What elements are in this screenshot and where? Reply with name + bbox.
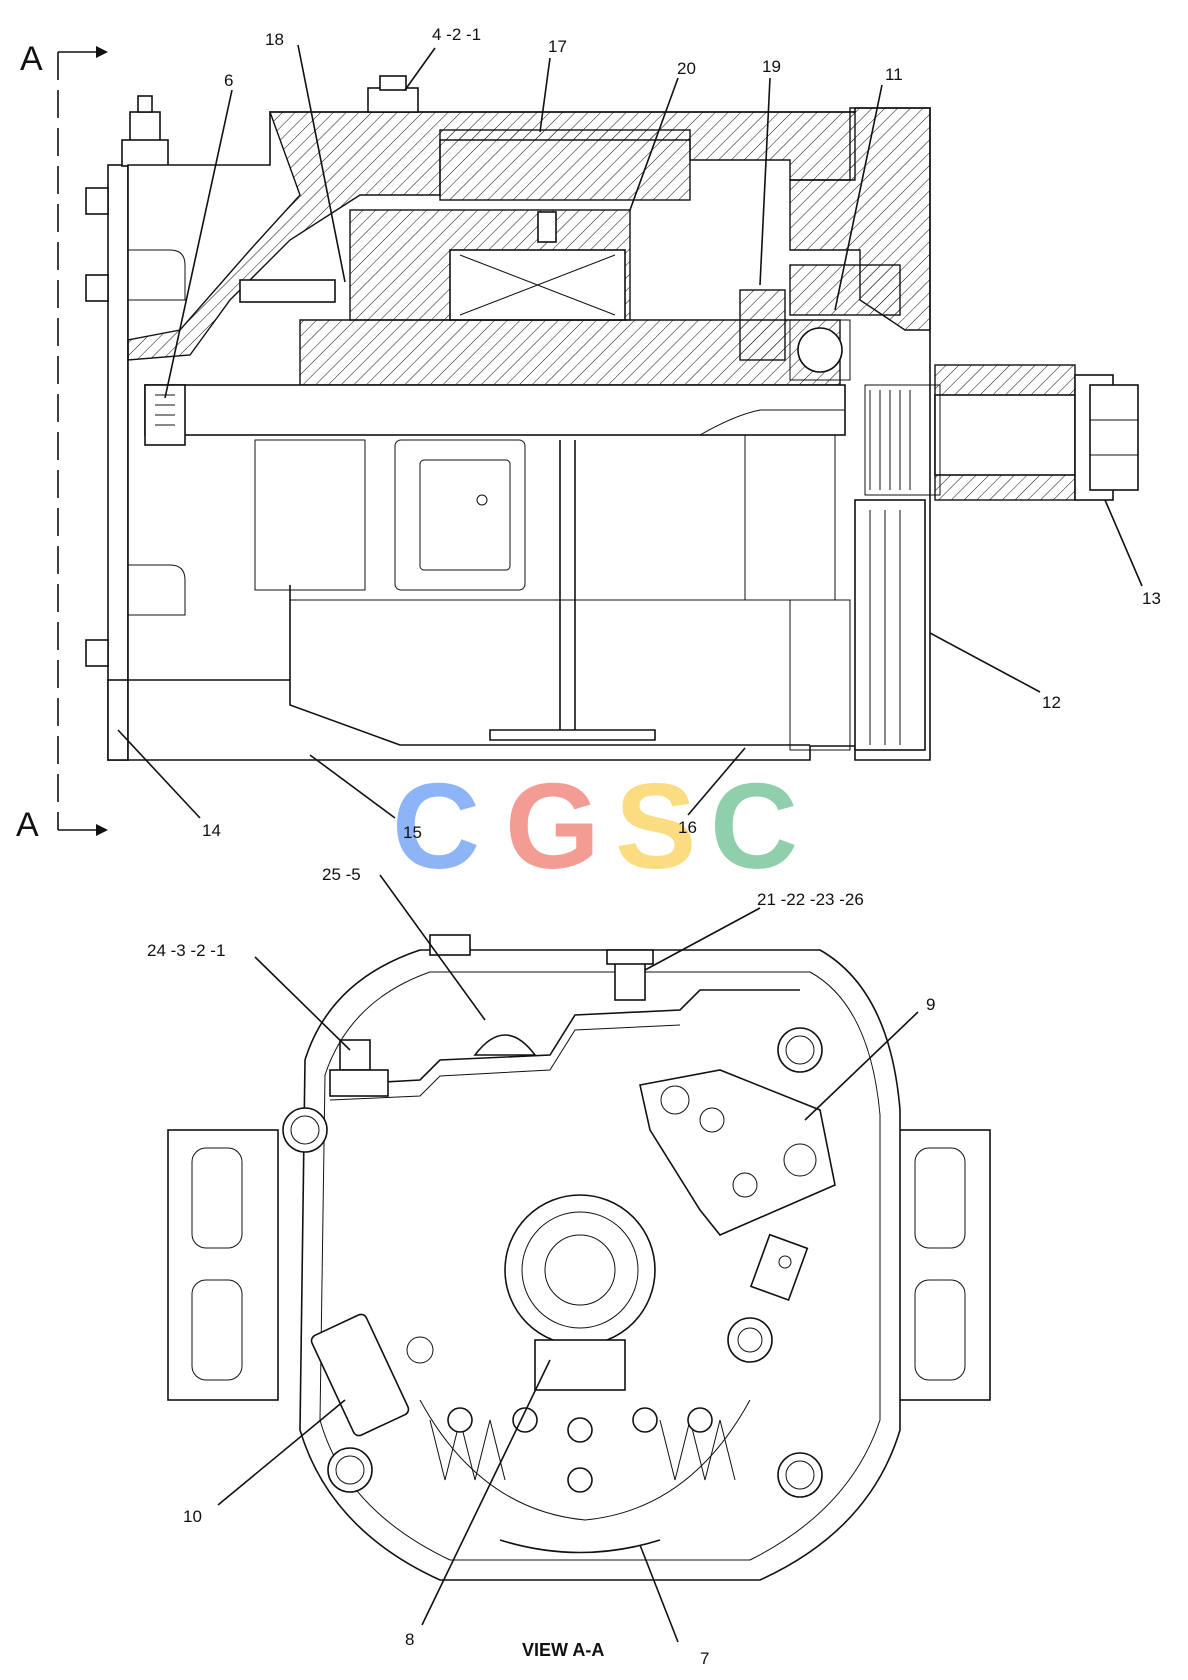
screw xyxy=(239,279,336,303)
mount-hole xyxy=(327,1447,373,1493)
mount-hole xyxy=(777,1452,823,1498)
leader-4-2-1 xyxy=(404,47,436,91)
arrow-head-bottom xyxy=(96,824,108,836)
leader-15 xyxy=(309,754,396,819)
diode-terminal xyxy=(687,1407,713,1433)
leader-25-5 xyxy=(379,874,486,1021)
mount-hole xyxy=(777,1027,823,1073)
mount-hole xyxy=(282,1107,328,1153)
callout-19: 19 xyxy=(762,57,781,76)
diode-terminal xyxy=(632,1407,658,1433)
callout-12: 12 xyxy=(1042,693,1061,712)
callout-25-5: 25 -5 xyxy=(322,865,361,884)
brush-holder xyxy=(534,1339,626,1391)
callout-16: 16 xyxy=(678,818,697,837)
side-section-view xyxy=(85,75,1139,761)
leader-11 xyxy=(834,84,883,311)
leader-17 xyxy=(539,57,551,133)
leader-10 xyxy=(217,1399,346,1506)
bearing-retainer xyxy=(789,264,901,316)
end-plate xyxy=(107,164,129,761)
callout-20: 20 xyxy=(677,59,696,78)
callouts: 4 -2 -1 18 17 20 19 11 6 13 12 14 15 16 … xyxy=(147,25,1161,1668)
stator-core xyxy=(439,129,691,201)
diode-terminal xyxy=(447,1407,473,1433)
leader-12 xyxy=(929,632,1041,693)
callout-21-22-23-26: 21 -22 -23 -26 xyxy=(757,890,864,909)
arrow-head-top xyxy=(96,46,108,58)
capacitor xyxy=(310,1313,410,1437)
callout-7: 7 xyxy=(700,1649,709,1668)
bolt-head xyxy=(85,187,109,215)
terminal-stud-right xyxy=(614,959,646,1001)
rotor-shaft xyxy=(144,384,846,436)
regulator-bracket xyxy=(639,1069,836,1236)
top-bolt xyxy=(367,87,419,113)
mounting-ear-left xyxy=(167,1129,279,1401)
watermark-letter-c1: C xyxy=(392,758,480,894)
leader-lines xyxy=(117,44,1143,1643)
fan xyxy=(854,499,926,751)
bearing-housing xyxy=(504,1194,656,1346)
leader-24-3-2-1 xyxy=(254,956,351,1051)
callout-17: 17 xyxy=(548,37,567,56)
callout-15: 15 xyxy=(403,823,422,842)
watermark: C G S C xyxy=(392,758,798,894)
callout-8: 8 xyxy=(405,1630,414,1649)
callout-13: 13 xyxy=(1142,589,1161,608)
watermark-letter-c2: C xyxy=(710,758,798,894)
leader-13 xyxy=(1104,499,1143,587)
section-letter-top: A xyxy=(20,40,43,78)
callout-24-3-2-1: 24 -3 -2 -1 xyxy=(147,941,225,960)
diode-terminal xyxy=(567,1467,593,1493)
front-bearing xyxy=(797,327,843,373)
diode-terminal xyxy=(567,1417,593,1443)
terminal-stud xyxy=(129,111,161,143)
callout-9: 9 xyxy=(926,995,935,1014)
leader-6 xyxy=(164,89,233,399)
callout-6: 6 xyxy=(224,71,233,90)
leader-16 xyxy=(687,747,746,816)
watermark-letter-g: G xyxy=(505,758,600,894)
bolt-head xyxy=(85,639,109,667)
leader-14 xyxy=(117,729,201,819)
callout-11: 11 xyxy=(885,65,903,84)
callout-18: 18 xyxy=(265,30,284,49)
leader-21-22-23-26 xyxy=(644,907,761,971)
callout-4-2-1: 4 -2 -1 xyxy=(432,25,481,44)
leader-20 xyxy=(629,77,679,211)
leader-19 xyxy=(759,77,771,286)
end-view xyxy=(167,934,991,1581)
section-letter-bottom: A xyxy=(16,806,39,844)
view-caption: VIEW A-A xyxy=(522,1640,604,1660)
section-marker: A A xyxy=(16,40,108,844)
leader-7 xyxy=(639,1544,679,1643)
leader-8 xyxy=(421,1359,551,1626)
bolt-head xyxy=(85,274,109,302)
callout-14: 14 xyxy=(202,821,221,840)
leader-9 xyxy=(804,1011,919,1121)
callout-10: 10 xyxy=(183,1507,202,1526)
watermark-letter-s: S xyxy=(615,758,696,894)
terminal-cap xyxy=(473,1034,537,1056)
leader-18 xyxy=(297,44,346,283)
